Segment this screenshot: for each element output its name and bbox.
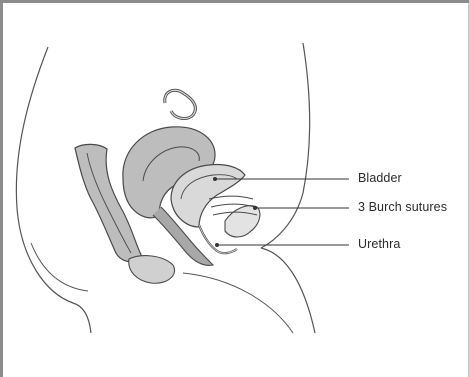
pelvic-anatomy-illustration — [3, 3, 469, 377]
label-burch-sutures: 3 Burch sutures — [358, 200, 447, 214]
bladder-leader-dot — [213, 177, 217, 181]
gluteal-crease — [31, 243, 88, 291]
body-outline-front — [261, 43, 310, 248]
label-bladder: Bladder — [358, 171, 402, 185]
thigh-outline — [261, 248, 315, 333]
label-urethra: Urethra — [358, 237, 400, 251]
perineal-body — [129, 256, 175, 284]
sutures-leader-dot — [253, 206, 257, 210]
fallopian-tube — [165, 90, 196, 118]
thigh-inner-line — [183, 273, 293, 333]
fallopian-tube-inner — [165, 90, 196, 118]
pubic-bone — [225, 206, 260, 237]
urethra-leader-dot — [215, 243, 219, 247]
body-outline-back — [16, 47, 91, 333]
